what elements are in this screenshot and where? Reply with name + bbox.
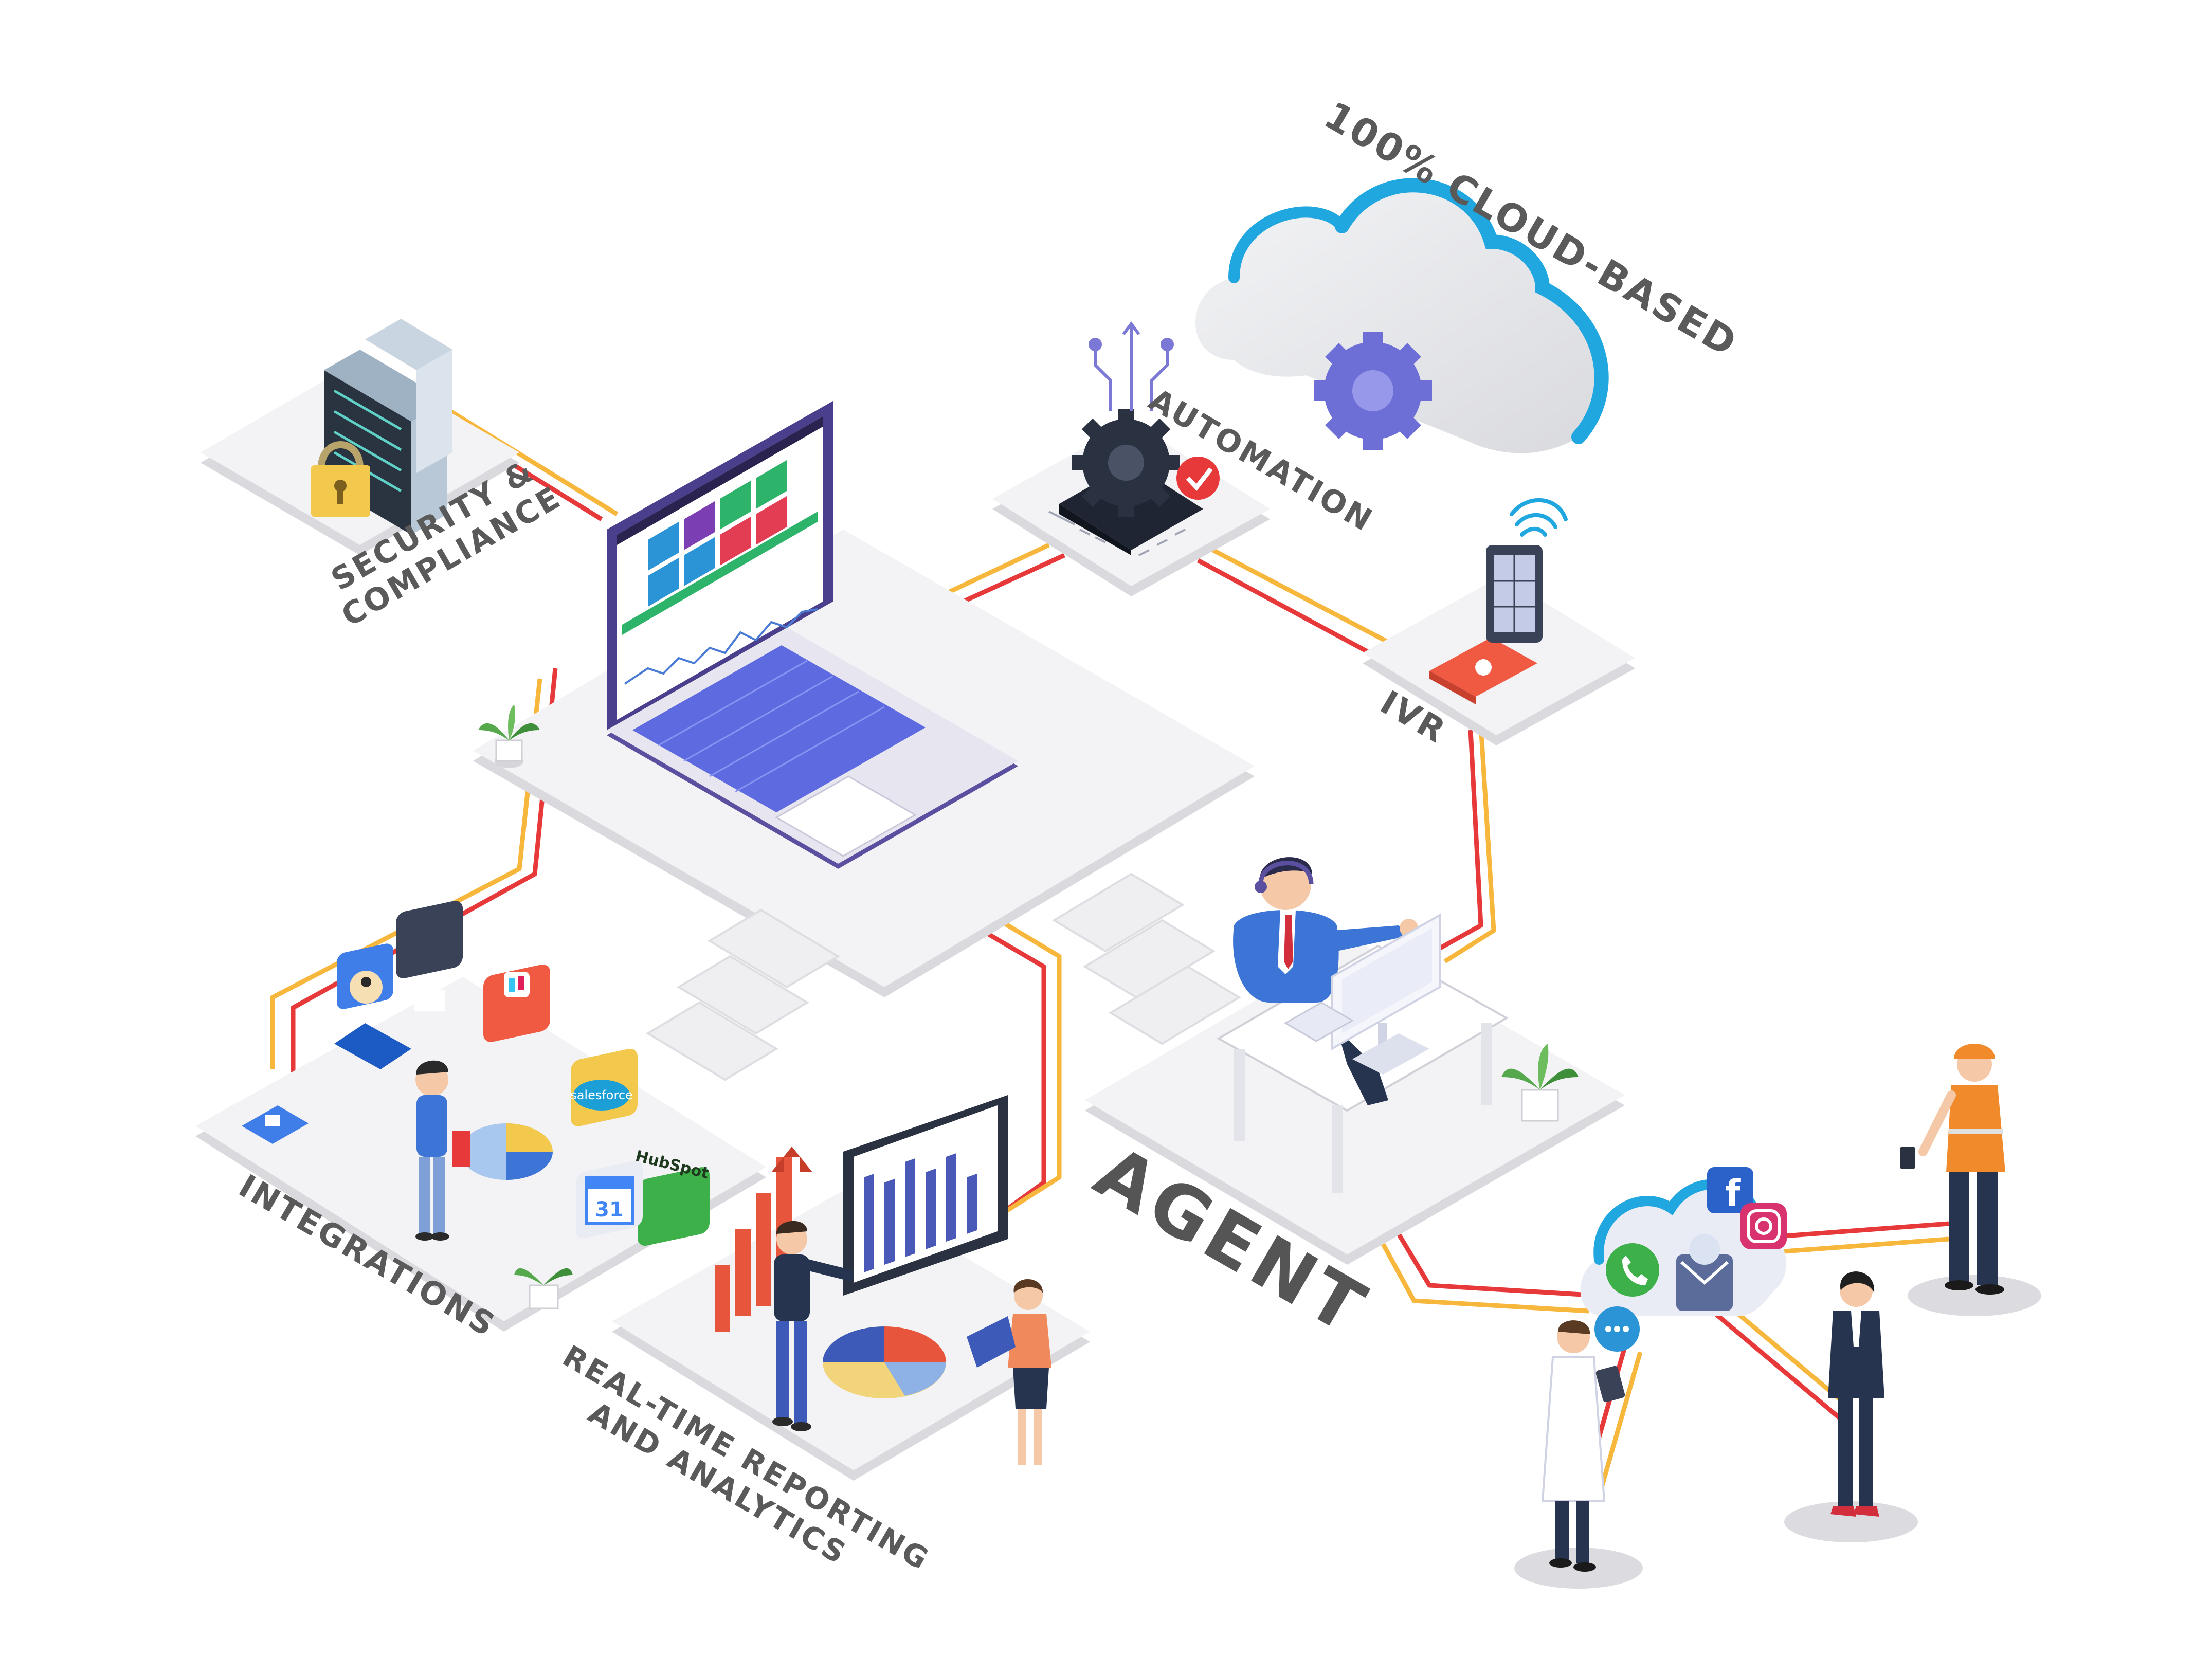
- laptop-icon: [607, 401, 1018, 869]
- connector-ivr-yellow: [1202, 543, 1410, 655]
- keyboard-icon: [1284, 1002, 1354, 1042]
- presentation-board-icon: [843, 1095, 1008, 1296]
- chat-bubble-icon: [1594, 1306, 1640, 1352]
- connector-customer-woman-red: [1711, 1309, 1842, 1421]
- connector-ivr-agent-yellow: [1443, 724, 1496, 963]
- phone-bubble-icon: [1606, 1243, 1659, 1297]
- connector-agent-social-red: [1397, 1232, 1600, 1298]
- analyst-woman-icon: [967, 1279, 1051, 1465]
- salesforce-icon: salesforce: [570, 1048, 638, 1126]
- email-icon: [1676, 1234, 1733, 1311]
- pie-chart-icon: [452, 1123, 553, 1180]
- connector-customer-doctor-yellow: [1597, 1351, 1643, 1497]
- cloud-icon: [1195, 178, 1609, 453]
- customer-worker-icon: [1900, 1044, 2041, 1316]
- svg-text:f: f: [1725, 1172, 1742, 1214]
- ivr-platform: [1363, 576, 1635, 745]
- facebook-icon: f: [1707, 1167, 1753, 1214]
- wifi-icon: [1510, 498, 1568, 537]
- screen-share-icon: [396, 901, 463, 1011]
- plant-icon: [1501, 1044, 1579, 1122]
- calendar-logo-text: 31: [595, 1198, 624, 1222]
- checkmark-badge-icon: [1176, 457, 1220, 500]
- connector-ivr-red: [1196, 558, 1400, 670]
- analyst-man-icon: [772, 1221, 854, 1431]
- customer-businesswoman-icon: [1784, 1271, 1918, 1542]
- calendar-icon: 31: [576, 1160, 643, 1239]
- plant-icon: [514, 1268, 573, 1309]
- analytics-pie-icon: [823, 1326, 946, 1398]
- thumbs-up-icon: [242, 1105, 309, 1144]
- mailchimp-icon: [334, 943, 411, 1069]
- connector-agent-social-yellow: [1381, 1243, 1589, 1314]
- monitor-icon: [1331, 913, 1441, 1075]
- agent-person-icon: [1233, 857, 1418, 1105]
- hubspot-icon: HubSpot: [633, 1147, 711, 1246]
- integrations-person-icon: [415, 1060, 449, 1241]
- integration-logos: salesforce HubSpot 31: [242, 901, 711, 1246]
- automation-arrows-icon: [1089, 321, 1174, 411]
- customer-doctor-icon: [1514, 1320, 1643, 1589]
- plant-icon: [478, 704, 540, 768]
- salesforce-logo-text: salesforce: [570, 1088, 633, 1102]
- cloud-gear-icon: [1314, 332, 1432, 450]
- instagram-icon: [1740, 1203, 1787, 1249]
- connector-security-yellow: [441, 404, 619, 516]
- padlock-icon: [311, 441, 370, 517]
- tablet-icon: [1486, 545, 1543, 643]
- slack-icon: [483, 964, 550, 1042]
- connector-ivr-agent-red: [1433, 730, 1483, 953]
